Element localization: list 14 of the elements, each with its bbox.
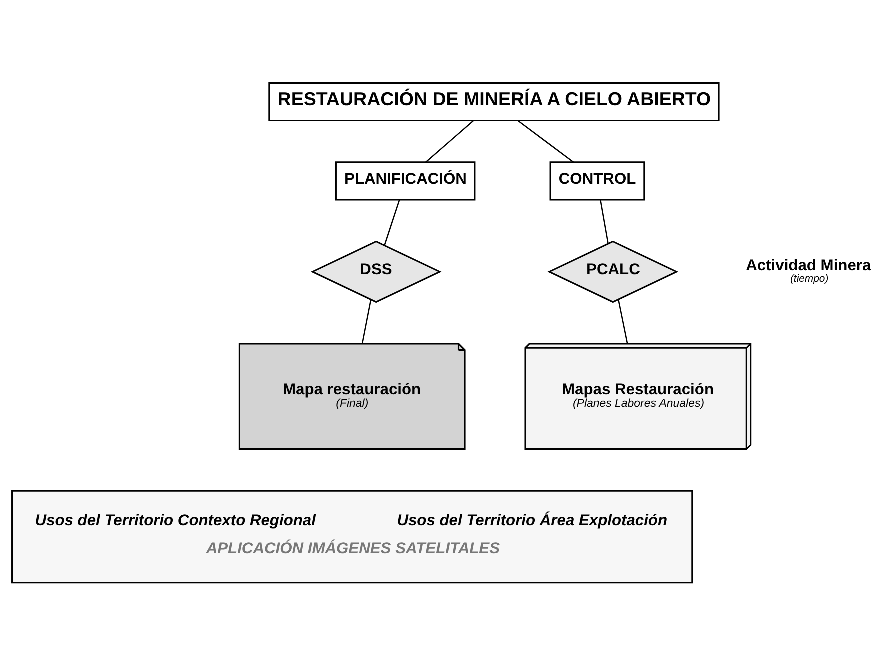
connector — [362, 299, 372, 344]
node-diamond: PCALC — [548, 240, 679, 303]
node-box: CONTROL — [550, 161, 646, 200]
node-box: PLANIFICACIÓN — [335, 161, 476, 200]
node-diamond: DSS — [310, 240, 442, 303]
connector — [384, 200, 400, 246]
connector — [618, 299, 628, 344]
node-box: Usos del Territorio Contexto Regional Usos del Territorio Área Explotación APLICACIÓN IMÁGENES SATELITALES — [12, 490, 694, 584]
connector — [518, 120, 574, 162]
connector — [600, 200, 609, 244]
connector — [426, 120, 474, 162]
node-box: RESTAURACIÓN DE MINERÍA A CIELO ABIERTO — [268, 82, 720, 121]
label: (tiempo) — [790, 273, 829, 284]
label: Actividad Minera — [746, 256, 872, 274]
